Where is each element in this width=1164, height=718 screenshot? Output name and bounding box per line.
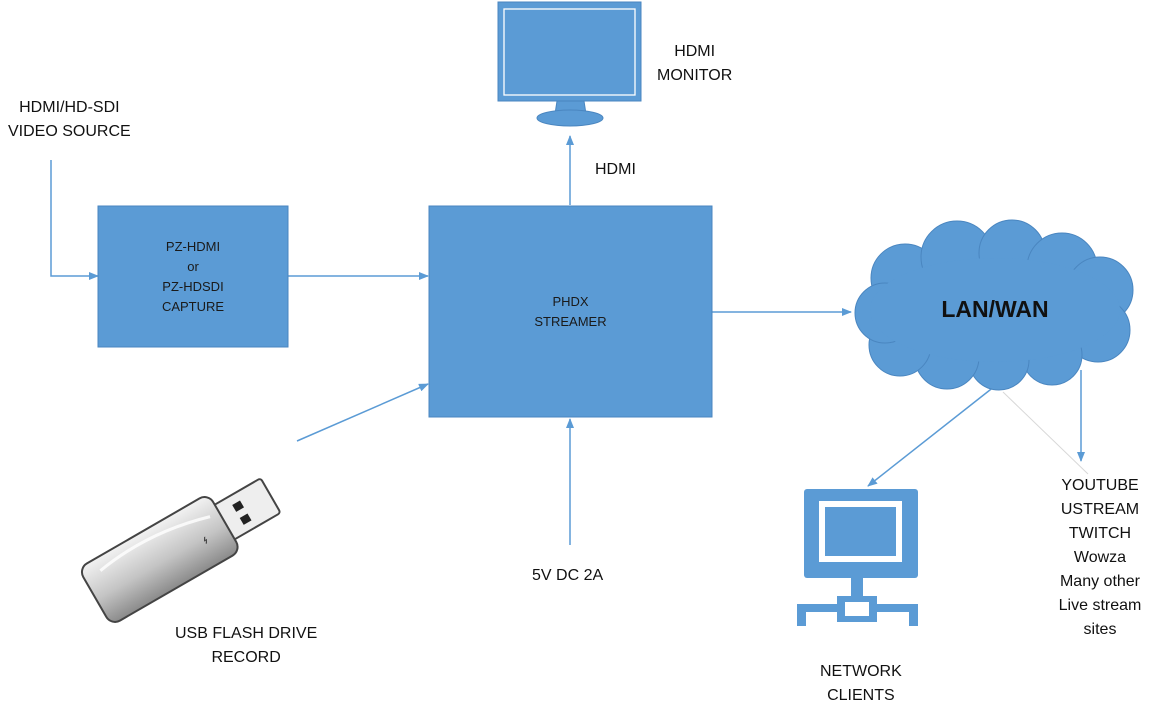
streaming-site-item: USTREAM xyxy=(1060,501,1140,518)
video-source-label: HDMI/HD-SDI VIDEO SOURCE xyxy=(8,96,131,144)
streaming-site-item: Many other xyxy=(1059,573,1141,590)
usb-to-streamer-arrow xyxy=(296,383,429,442)
cloud-icon xyxy=(854,219,1134,391)
capture-box xyxy=(97,205,289,348)
monitor-label-line: MONITOR xyxy=(657,67,733,84)
monitor-label: HDMI MONITOR xyxy=(657,40,732,88)
source-to-capture-arrow xyxy=(50,160,99,280)
usb-label-line: USB FLASH DRIVE xyxy=(175,625,318,642)
network-computer-icon xyxy=(797,489,918,626)
capture-box-line: CAPTURE xyxy=(161,298,225,314)
streaming-sites-list: YOUTUBE USTREAM TWITCH Wowza Many other … xyxy=(1050,474,1150,642)
monitor-label-line: HDMI xyxy=(674,43,716,60)
lan-to-clients-arrow xyxy=(867,385,996,487)
network-clients-line: NETWORK xyxy=(820,663,902,680)
network-clients-label: NETWORK CLIENTS xyxy=(820,660,902,708)
streaming-site-item: sites xyxy=(1083,621,1117,638)
capture-box-line: or xyxy=(187,258,199,274)
capture-box-label: PZ-HDMI or PZ-HDSDI CAPTURE xyxy=(98,206,288,347)
streaming-site-item: Live stream xyxy=(1058,597,1142,614)
streamer-box xyxy=(428,205,713,418)
capture-box-line: PZ-HDSDI xyxy=(162,278,224,294)
network-clients-line: CLIENTS xyxy=(827,687,895,704)
capture-box-line: PZ-HDMI xyxy=(165,238,221,254)
streaming-site-item: TWITCH xyxy=(1068,525,1132,542)
lan-to-sites-faint-line xyxy=(1002,391,1089,475)
usb-label-line: RECORD xyxy=(211,649,281,666)
streaming-site-item: YOUTUBE xyxy=(1061,477,1139,494)
streamer-box-line: STREAMER xyxy=(534,313,607,329)
cloud-label: LAN/WAN xyxy=(941,296,1049,322)
streamer-box-label: PHDX STREAMER xyxy=(429,206,712,417)
usb-label: USB FLASH DRIVE RECORD xyxy=(175,622,317,670)
streaming-site-item: Wowza xyxy=(1073,549,1127,566)
power-label: 5V DC 2A xyxy=(532,567,604,584)
monitor-icon xyxy=(497,1,642,127)
hdmi-link-label: HDMI xyxy=(595,161,636,178)
video-source-line: HDMI/HD-SDI xyxy=(19,99,120,116)
usb-flash-drive-icon: ⌁ xyxy=(80,478,281,623)
streamer-box-line: PHDX xyxy=(552,293,589,309)
video-source-line: VIDEO SOURCE xyxy=(8,123,131,140)
